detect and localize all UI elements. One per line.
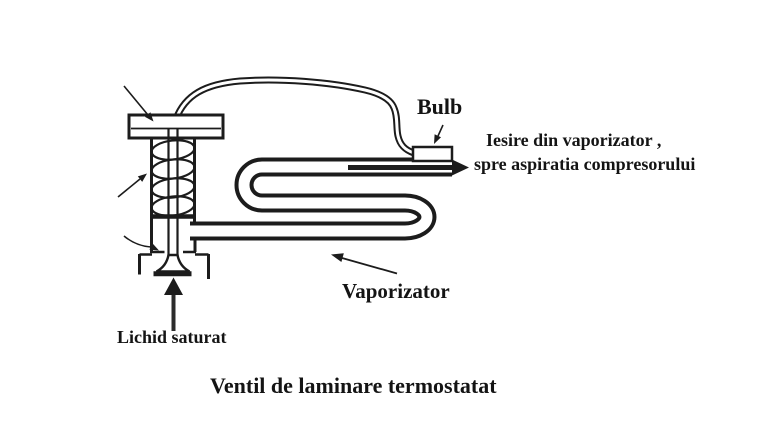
capillary-tube bbox=[172, 76, 418, 157]
bulb-shape bbox=[411, 145, 454, 163]
evaporator-label: Vaporizator bbox=[342, 279, 450, 303]
evaporator-coil bbox=[189, 157, 452, 241]
pointer-arrow-evaporator bbox=[331, 253, 398, 275]
pointer-arrow-spring bbox=[117, 173, 147, 198]
outlet-label-line2: spre aspiratia compresorului bbox=[474, 154, 696, 174]
diaphragm-housing bbox=[127, 113, 225, 140]
outlet-label: Iesire din vaporizator , spre aspiratia … bbox=[474, 128, 695, 176]
spring bbox=[150, 139, 196, 219]
bulb-label: Bulb bbox=[417, 94, 463, 119]
outlet-label-line1: Iesire din vaporizator , bbox=[486, 130, 662, 150]
figure-title: Ventil de laminare termostatat bbox=[210, 373, 497, 398]
outlet-flow-arrow bbox=[348, 159, 469, 176]
inlet-flow-arrow bbox=[164, 277, 183, 331]
pointer-arrow-diaphragm bbox=[123, 85, 154, 122]
valve-stem bbox=[167, 128, 179, 256]
pointer-arrow-bulb bbox=[434, 124, 444, 144]
pointer-arrow-seat bbox=[123, 235, 159, 251]
inlet-label: Lichid saturat bbox=[117, 327, 227, 347]
poppet-valve bbox=[153, 253, 192, 277]
